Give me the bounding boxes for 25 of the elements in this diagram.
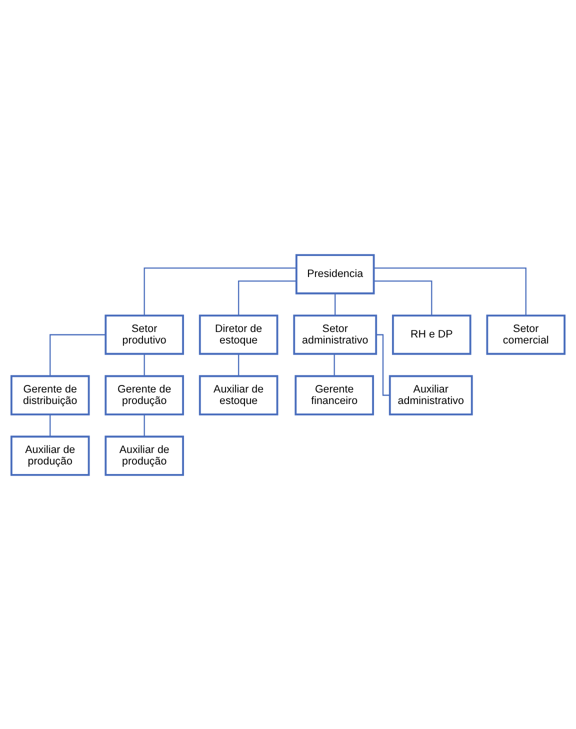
node-box: Auxiliar de produção: [104, 435, 184, 476]
connector: [374, 280, 432, 315]
node-box: Gerente de produção: [104, 374, 184, 415]
node-box: Gerente financeiro: [294, 374, 374, 415]
node-box: RH e DP: [392, 314, 472, 354]
connector: [376, 334, 390, 396]
node-box: Setor administrativo: [293, 314, 378, 354]
node-box: Setor comercial: [486, 314, 566, 354]
connector: [144, 354, 145, 376]
connector: [334, 354, 335, 376]
connector: [50, 414, 51, 436]
connector: [334, 293, 336, 315]
connector: [238, 354, 240, 376]
node-box: Diretor de estoque: [198, 314, 278, 354]
connector: [144, 267, 296, 315]
node-box: Auxiliar de estoque: [198, 374, 278, 415]
node-box: Gerente de distribuição: [10, 374, 90, 415]
connector: [144, 414, 145, 436]
connector: [50, 334, 106, 376]
node-box: Auxiliar administrativo: [388, 374, 473, 415]
connector: [238, 280, 296, 315]
node-box: Setor produtivo: [104, 314, 184, 354]
node-box: Auxiliar de produção: [10, 435, 90, 476]
node-box: Presidencia: [295, 254, 375, 294]
connector: [374, 267, 526, 315]
